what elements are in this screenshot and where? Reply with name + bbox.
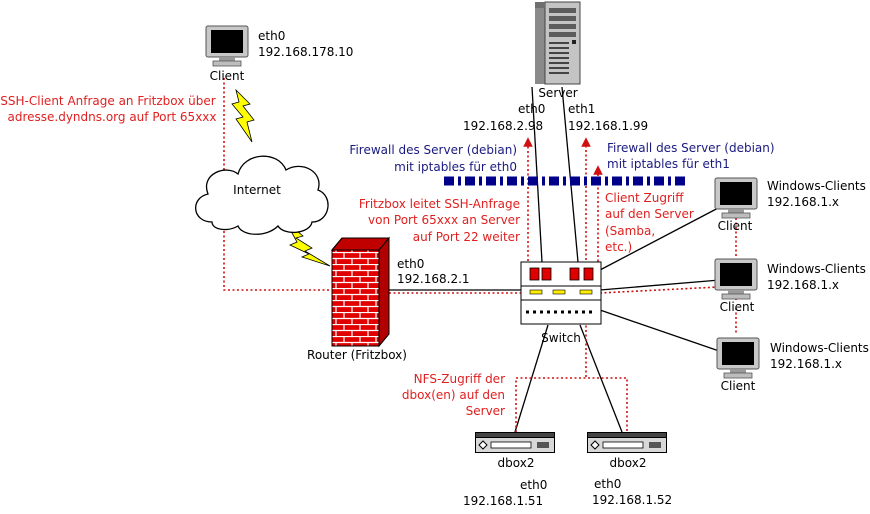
firewall-eth0-note: Firewall des Server (debian) mit iptable… [349,143,517,174]
svg-text:NFS-Zugriff der: NFS-Zugriff der [414,372,505,386]
dbox-left[interactable]: dbox2 eth0 192.168.1.51 [463,432,555,509]
firewall-eth1-note: Firewall des Server (debian) mit iptable… [607,141,775,171]
internet-cloud: Internet [195,155,329,235]
svg-text:Windows-Clients: Windows-Clients [767,179,866,193]
svg-text:Server: Server [466,404,505,418]
router-label: Router (Fritzbox) [307,348,407,362]
monitor-icon [714,177,758,219]
switch-label: Switch [541,331,581,345]
windows-client-2[interactable]: Client Windows-Clients 192.168.1.x [714,258,866,314]
svg-text:Firewall des Server (debian): Firewall des Server (debian) [349,143,517,157]
svg-text:mit iptables für eth1: mit iptables für eth1 [607,157,730,171]
windows-client-1[interactable]: Client Windows-Clients 192.168.1.x [714,177,866,233]
monitor-icon [716,337,760,379]
svg-text:von Port 65xxx an Server: von Port 65xxx an Server [368,213,520,227]
red-data-paths [223,78,737,432]
client-top-iface: eth0 [258,29,285,43]
svg-text:192.168.1.x: 192.168.1.x [767,195,839,209]
nfs-access-note: NFS-Zugriff der dbox(en) auf den Server [402,372,505,418]
svg-text:Client Zugriff: Client Zugriff [605,191,684,205]
ssh-request-note: SSH-Client Anfrage an Fritzbox über adre… [0,94,216,124]
svg-text:Windows-Clients: Windows-Clients [770,341,869,355]
server-eth1-ip: 192.168.1.99 [568,119,648,133]
svg-text:dbox(en) auf den: dbox(en) auf den [402,388,505,402]
svg-text:Firewall des Server (debian): Firewall des Server (debian) [607,141,775,155]
svg-text:etc.): etc.) [605,240,632,254]
windows-client-3[interactable]: Client Windows-Clients 192.168.1.x [716,337,869,393]
tower-server-icon [535,1,581,85]
router-ip: 192.168.2.1 [397,272,470,286]
svg-text:eth0: eth0 [594,477,621,491]
svg-text:auf Port 22 weiter: auf Port 22 weiter [413,230,520,244]
svg-text:192.168.1.x: 192.168.1.x [770,357,842,371]
svg-text:192.168.1.x: 192.168.1.x [767,278,839,292]
svg-text:192.168.1.52: 192.168.1.52 [592,493,672,507]
client-access-note: Client Zugriff auf den Server (Samba, et… [605,191,694,254]
server-eth0-ip: 192.168.2.98 [463,119,543,133]
server-eth1-iface: eth1 [568,102,595,116]
lightning-icon [231,88,255,143]
firewall-icon [330,236,391,348]
connections [389,86,723,433]
svg-text:mit iptables für eth0: mit iptables für eth0 [394,160,517,174]
svg-text:Client: Client [718,219,753,233]
cloud-icon [195,155,329,235]
internet-label: Internet [233,183,281,197]
svg-text:dbox2: dbox2 [610,456,647,470]
lightning-icon [285,221,331,267]
client-top-label: Client [210,69,245,83]
client-top[interactable]: Client eth0 192.168.178.10 [205,25,353,83]
svg-text:dbox2: dbox2 [498,456,535,470]
monitor-icon [205,25,249,67]
svg-text:Client: Client [721,379,756,393]
server-label: Server [538,86,577,100]
server-eth0-iface: eth0 [518,102,545,116]
router-iface: eth0 [397,257,424,271]
switch[interactable]: Switch [520,261,602,345]
svg-text:Client: Client [720,300,755,314]
server[interactable]: Server eth0 192.168.2.98 eth1 192.168.1.… [463,1,648,133]
dbox-right[interactable]: dbox2 eth0 192.168.1.52 [587,432,673,508]
svg-text:auf den Server: auf den Server [605,207,694,221]
router-fritzbox[interactable]: Router (Fritzbox) eth0 192.168.2.1 [307,236,470,362]
svg-text:Windows-Clients: Windows-Clients [767,262,866,276]
switch-icon [520,261,602,325]
svg-text:eth0: eth0 [520,478,547,492]
svg-text:adresse.dyndns.org auf Port 65: adresse.dyndns.org auf Port 65xxx [7,110,216,124]
monitor-icon [714,258,758,300]
dbox-icon [475,432,555,453]
svg-text:192.168.1.51: 192.168.1.51 [463,494,543,508]
fritz-forward-note: Fritzbox leitet SSH-Anfrage von Port 65x… [359,197,520,244]
svg-text:Fritzbox leitet SSH-Anfrage: Fritzbox leitet SSH-Anfrage [359,197,520,211]
client-top-ip: 192.168.178.10 [258,45,353,59]
svg-text:SSH-Client Anfrage an Fritzbox: SSH-Client Anfrage an Fritzbox über [0,94,215,108]
svg-text:(Samba,: (Samba, [605,224,655,238]
dbox-icon [587,432,667,453]
